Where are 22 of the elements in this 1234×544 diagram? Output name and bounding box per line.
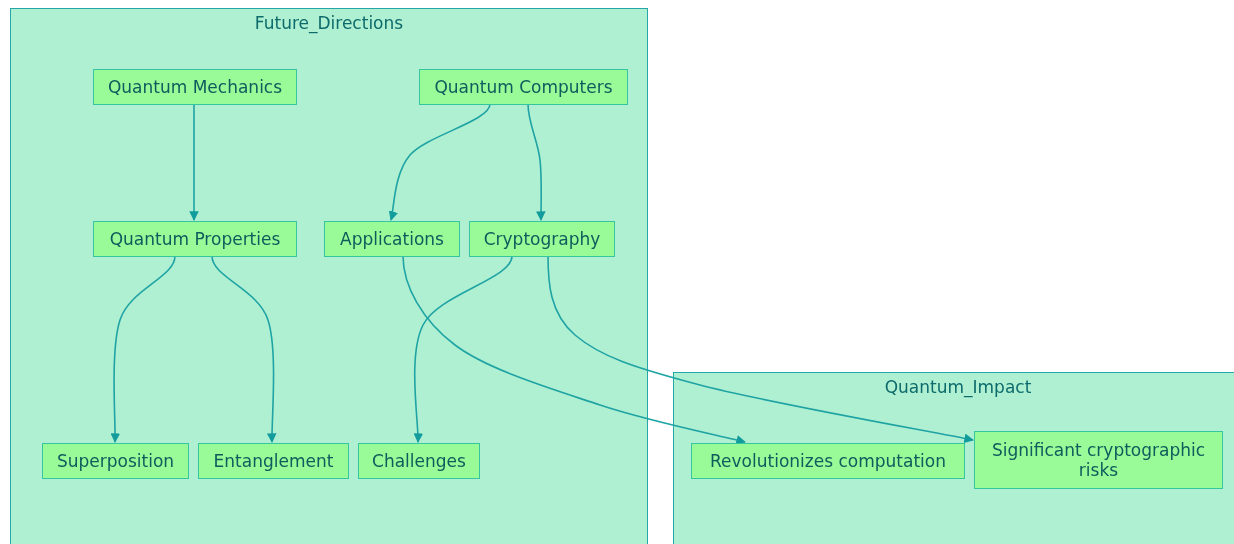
process-box: Challenges — [358, 443, 480, 479]
arrow — [413, 255, 513, 443]
arrow — [402, 255, 746, 445]
arrow — [110, 255, 176, 443]
group-title: Future_Directions — [254, 13, 404, 33]
process-box: Quantum Mechanics — [93, 69, 297, 105]
arrow — [547, 255, 974, 444]
process-box: Revolutionizes computation — [691, 443, 965, 479]
process-box: Quantum Computers — [419, 69, 628, 105]
arrow — [189, 103, 199, 221]
group-container — [673, 372, 1234, 544]
process-box: Quantum Properties — [93, 221, 297, 257]
arrow — [211, 255, 277, 443]
arrow — [388, 103, 491, 221]
process-box: Entanglement — [198, 443, 349, 479]
group-container — [10, 8, 648, 544]
process-box: Superposition — [42, 443, 189, 479]
process-box: Cryptography — [469, 221, 615, 257]
group-title: Quantum_Impact — [884, 377, 1032, 397]
arrow — [527, 103, 546, 221]
process-box: Applications — [324, 221, 460, 257]
process-box: Significant cryptographic risks — [974, 431, 1223, 489]
